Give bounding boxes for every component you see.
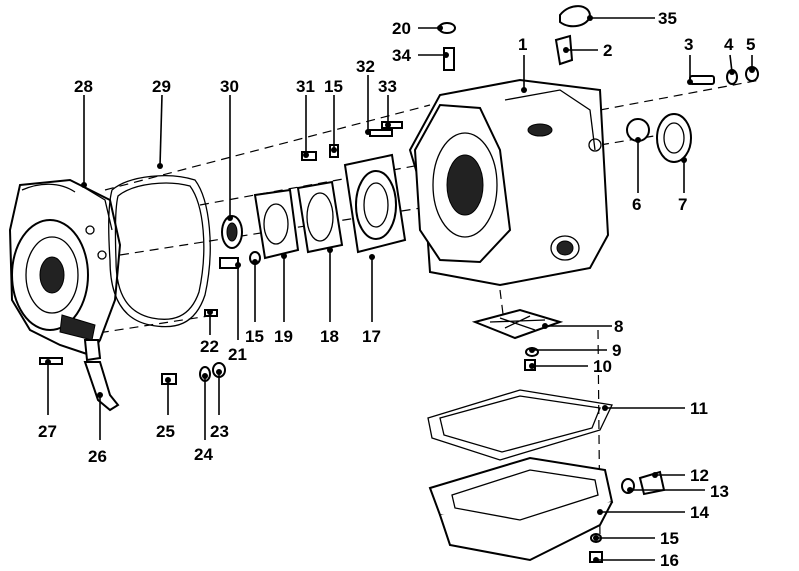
leader-dots [45,15,755,563]
callout-15-lower: 15 [660,529,679,548]
callout-6: 6 [632,195,641,214]
callout-30: 30 [220,77,239,96]
callout-16: 16 [660,551,679,570]
top-fittings [438,5,592,71]
callout-18: 18 [320,327,339,346]
callout-8: 8 [614,317,623,336]
oil-pan [428,456,614,562]
callout-34: 34 [392,46,411,65]
callout-7: 7 [678,195,687,214]
oil-strainer [471,308,564,371]
transmission-case [408,78,610,287]
callout-20: 20 [392,19,411,38]
callout-12: 12 [690,466,709,485]
callout-labels: 1 2 3 4 5 6 7 8 9 10 11 12 13 14 15 16 1… [38,9,755,570]
stud-washer-nut [689,66,759,85]
callout-3: 3 [684,35,693,54]
callout-24: 24 [194,445,213,464]
callout-23: 23 [210,422,229,441]
callout-17: 17 [362,327,381,346]
callout-19: 19 [274,327,293,346]
callout-26: 26 [88,447,107,466]
callout-22: 22 [200,337,219,356]
callout-9: 9 [612,341,621,360]
callout-5: 5 [746,35,755,54]
callout-10: 10 [593,357,612,376]
end-cover-housing [8,178,122,362]
callout-32: 32 [356,57,375,76]
callout-11: 11 [690,399,708,418]
callout-1: 1 [518,35,527,54]
leader-lines [47,17,753,561]
callout-13: 13 [710,482,729,501]
callout-29: 29 [152,77,171,96]
cover-gasket [108,175,211,328]
callout-31: 31 [296,77,315,96]
callout-15-mid: 15 [245,327,264,346]
callout-35: 35 [658,9,677,28]
oil-pan-gasket [427,389,613,461]
callout-28: 28 [74,77,93,96]
callout-14: 14 [690,503,709,522]
callout-21: 21 [228,345,247,364]
callout-33: 33 [378,77,397,96]
callout-2: 2 [603,41,612,60]
callout-4: 4 [724,35,734,54]
flange-plate [253,188,300,260]
output-seal [656,113,692,163]
seal-ring [221,215,243,249]
callout-25: 25 [156,422,175,441]
callout-15-upper: 15 [324,77,343,96]
intermediate-plate [343,153,407,254]
callout-27: 27 [38,422,57,441]
bearing-retainer [296,180,344,254]
